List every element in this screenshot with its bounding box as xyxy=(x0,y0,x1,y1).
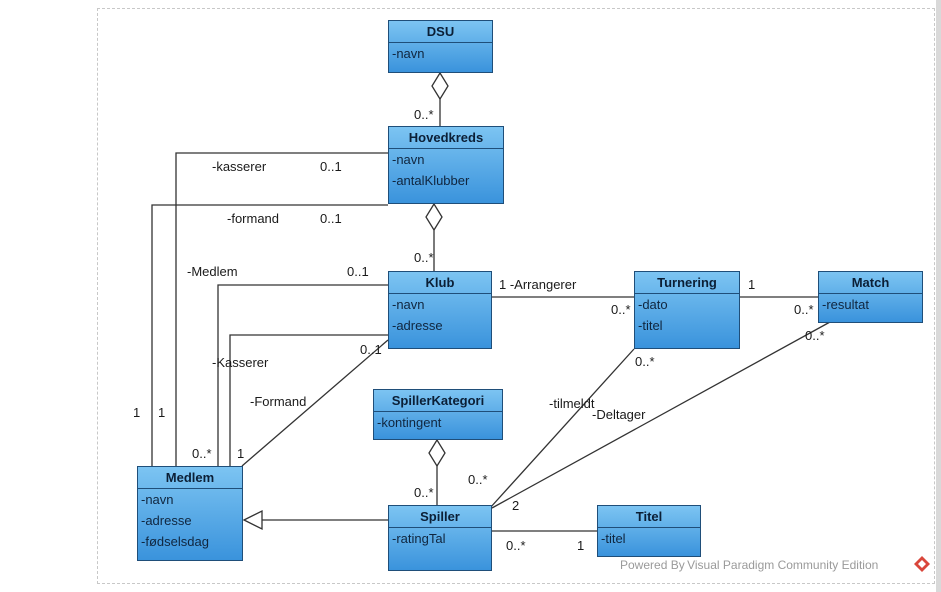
class-attribute: -dato xyxy=(638,297,668,312)
multiplicity-label: 1 xyxy=(237,446,245,461)
role-label: -tilmeldt xyxy=(549,396,595,411)
class-name: Klub xyxy=(389,272,491,294)
klub-formand-line xyxy=(241,339,389,467)
klub-kasserer-line xyxy=(229,334,388,466)
multiplicity-label: 1 xyxy=(748,277,756,292)
multiplicity-label: 1 xyxy=(133,405,141,420)
kasserer-line xyxy=(175,152,388,466)
class-name: Medlem xyxy=(138,467,242,489)
class-name: DSU xyxy=(389,21,492,43)
role-label: -Formand xyxy=(250,394,307,409)
class-attribute: -navn xyxy=(392,152,425,167)
class-attribute: -navn xyxy=(392,297,425,312)
class-name: Hovedkreds xyxy=(389,127,503,149)
kategori-aggregation-diamond xyxy=(428,438,446,468)
multiplicity-label: 0..1 xyxy=(320,211,342,226)
multiplicity-label: 1 xyxy=(158,405,166,420)
class-attribute: -ratingTal xyxy=(392,531,446,546)
class-name: SpillerKategori xyxy=(374,390,502,412)
class-dsu[interactable]: DSU -navn xyxy=(388,20,493,73)
multiplicity-label: 0..* xyxy=(414,107,434,122)
window-edge xyxy=(936,0,941,592)
multiplicity-label: 0..* xyxy=(414,250,434,265)
role-label: -kasserer xyxy=(212,159,267,174)
class-hovedkreds[interactable]: Hovedkreds -navn -antalKlubber xyxy=(388,126,504,204)
role-label: -Kasserer xyxy=(212,355,269,370)
role-label: -Medlem xyxy=(187,264,238,279)
class-attribute: -resultat xyxy=(822,297,869,312)
class-titel[interactable]: Titel -titel xyxy=(597,505,701,557)
multiplicity-label: 2 xyxy=(512,498,520,513)
class-attribute: -fødselsdag xyxy=(141,534,209,549)
role-label: -Deltager xyxy=(592,407,646,422)
diagram-frame xyxy=(97,8,935,584)
powered-by-footer: Powered By Visual Paradigm Community Edi… xyxy=(620,558,879,572)
class-name: Turnering xyxy=(635,272,739,294)
class-spillerkategori[interactable]: SpillerKategori -kontingent xyxy=(373,389,503,440)
role-label: 1 -Arrangerer xyxy=(499,277,577,292)
class-attribute: -titel xyxy=(638,318,663,333)
class-attribute: -navn xyxy=(392,46,425,61)
class-klub[interactable]: Klub -navn -adresse xyxy=(388,271,492,349)
multiplicity-label: 0..* xyxy=(468,472,488,487)
multiplicity-label: 0..* xyxy=(805,328,825,343)
generalization-arrowhead xyxy=(242,509,263,531)
deltager-line xyxy=(491,321,831,509)
class-name: Titel xyxy=(598,506,700,528)
class-turnering[interactable]: Turnering -dato -titel xyxy=(634,271,740,349)
multiplicity-label: 0..1 xyxy=(347,264,369,279)
class-attribute: -kontingent xyxy=(377,415,442,430)
medlem-klub-line xyxy=(217,284,388,466)
class-medlem[interactable]: Medlem -navn -adresse -fødselsdag xyxy=(137,466,243,561)
multiplicity-label: 0..1 xyxy=(360,342,382,357)
dsu-aggregation-diamond xyxy=(431,71,449,101)
class-spiller[interactable]: Spiller -ratingTal xyxy=(388,505,492,571)
multiplicity-label: 0..* xyxy=(506,538,526,553)
tilmeldt-line xyxy=(489,348,635,509)
visual-paradigm-logo-icon xyxy=(914,556,930,572)
hovedkreds-aggregation-diamond xyxy=(425,202,443,232)
class-name: Match xyxy=(819,272,922,294)
multiplicity-label: 0..1 xyxy=(320,159,342,174)
class-attribute: -adresse xyxy=(392,318,443,333)
multiplicity-label: 0..* xyxy=(635,354,655,369)
multiplicity-label: 0..* xyxy=(414,485,434,500)
multiplicity-label: 1 xyxy=(577,538,585,553)
formand-line xyxy=(151,204,388,466)
class-attribute: -navn xyxy=(141,492,174,507)
class-attribute: -antalKlubber xyxy=(392,173,470,188)
class-match[interactable]: Match -resultat xyxy=(818,271,923,323)
class-attribute: -adresse xyxy=(141,513,192,528)
class-name: Spiller xyxy=(389,506,491,528)
role-label: -formand xyxy=(227,211,280,226)
multiplicity-label: 0..* xyxy=(794,302,814,317)
multiplicity-label: 0..* xyxy=(611,302,631,317)
class-attribute: -titel xyxy=(601,531,626,546)
multiplicity-label: 0..* xyxy=(192,446,212,461)
